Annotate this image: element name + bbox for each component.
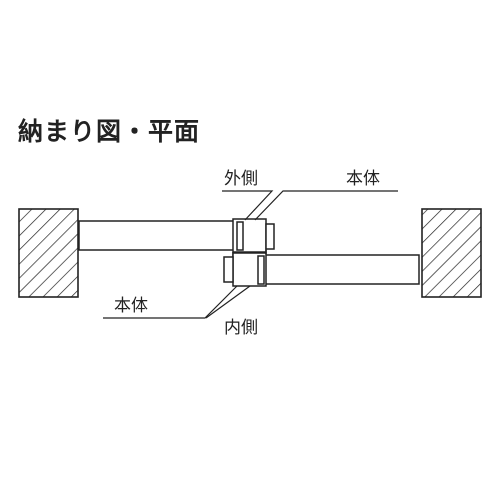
- left-wall: [18, 208, 79, 298]
- diagram-title: 納まり図・平面: [18, 117, 201, 146]
- label-body-lower: 本体: [114, 296, 148, 316]
- label-outer-side: 外側: [224, 169, 258, 189]
- inner-panel: [261, 254, 420, 285]
- leader-body-lower: [103, 285, 238, 319]
- outer-meeting-stile: [232, 218, 275, 258]
- right-wall: [421, 208, 482, 298]
- outer-panel: [78, 220, 240, 251]
- leader-body-upper: [254, 190, 398, 221]
- leader-inner-side: [205, 285, 251, 319]
- inner-meeting-stile: [223, 250, 267, 287]
- label-inner-side: 内側: [224, 318, 258, 338]
- leader-outer-side: [222, 190, 274, 221]
- label-body-upper: 本体: [346, 169, 380, 189]
